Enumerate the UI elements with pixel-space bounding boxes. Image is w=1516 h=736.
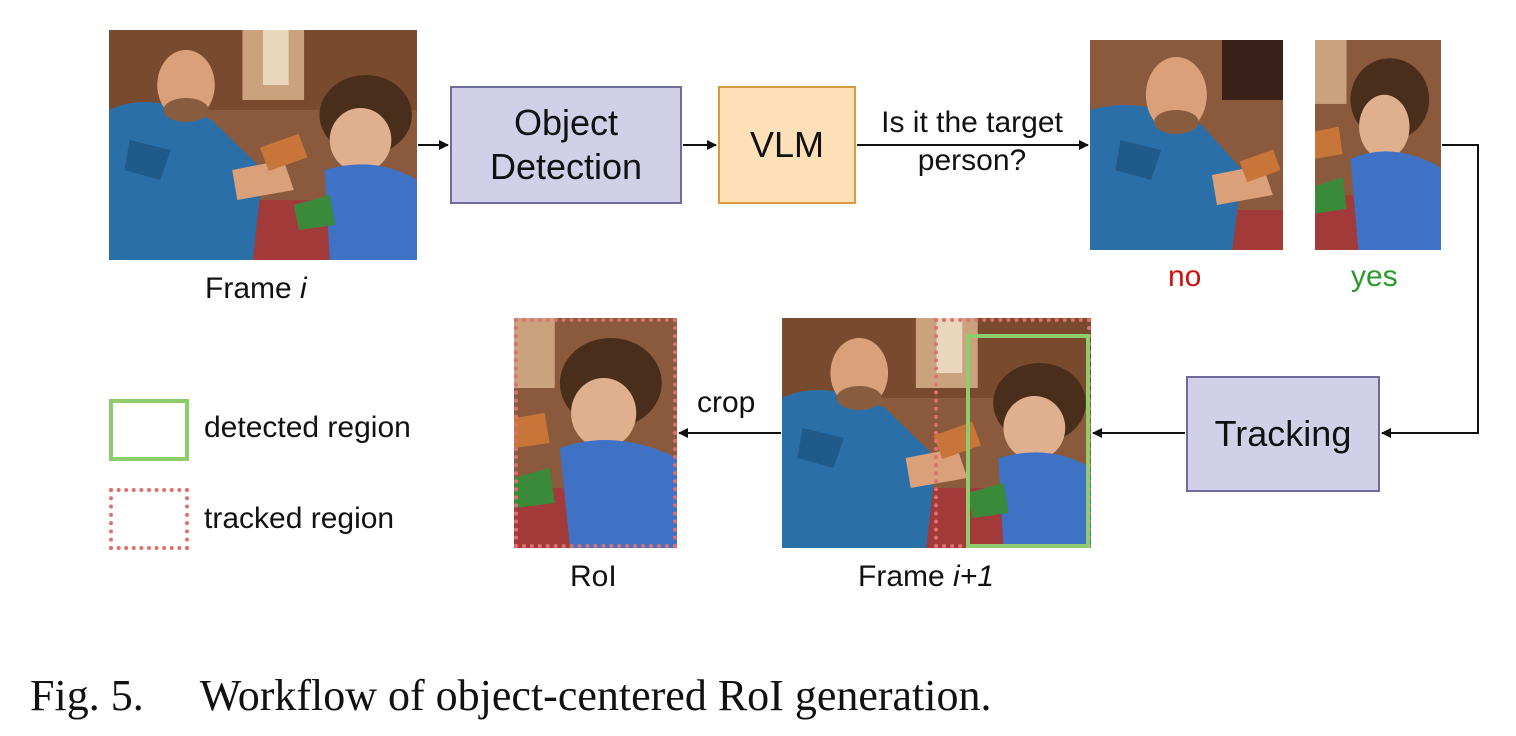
roi-label: RoI (570, 560, 617, 593)
frame-i-label: Frame i (205, 272, 307, 305)
legend-tracked-swatch (109, 488, 189, 550)
caption-text: Workflow of object-centered RoI generati… (199, 671, 992, 720)
tracking-node: Tracking (1186, 376, 1380, 492)
caption-prefix: Fig. 5. (30, 671, 144, 720)
crop-label: crop (697, 386, 756, 419)
object-detection-node: Object Detection (450, 86, 682, 204)
object-detection-line-2: Detection (489, 146, 643, 187)
roi-tracked-border (514, 318, 677, 548)
question-line-2: person? (917, 144, 1027, 177)
arrow-yes-to-tracking (1381, 144, 1479, 438)
detected-region-box (966, 334, 1090, 548)
question-label: Is it the target person? (862, 104, 1082, 180)
tracking-label: Tracking (1214, 413, 1352, 454)
legend-detected-swatch (109, 399, 189, 461)
legend-detected-label: detected region (204, 411, 411, 444)
no-label: no (1168, 260, 1202, 293)
vlm-label: VLM (749, 124, 825, 165)
yes-label: yes (1351, 260, 1398, 293)
figure-caption: Fig. 5. Workflow of object-centered RoI g… (30, 670, 992, 721)
legend-tracked-label: tracked region (204, 502, 395, 535)
object-detection-line-1: Object (513, 102, 619, 143)
vlm-node: VLM (718, 86, 856, 204)
frame-i1-label: Frame i+1 (858, 560, 994, 593)
question-line-1: Is it the target (881, 106, 1063, 139)
